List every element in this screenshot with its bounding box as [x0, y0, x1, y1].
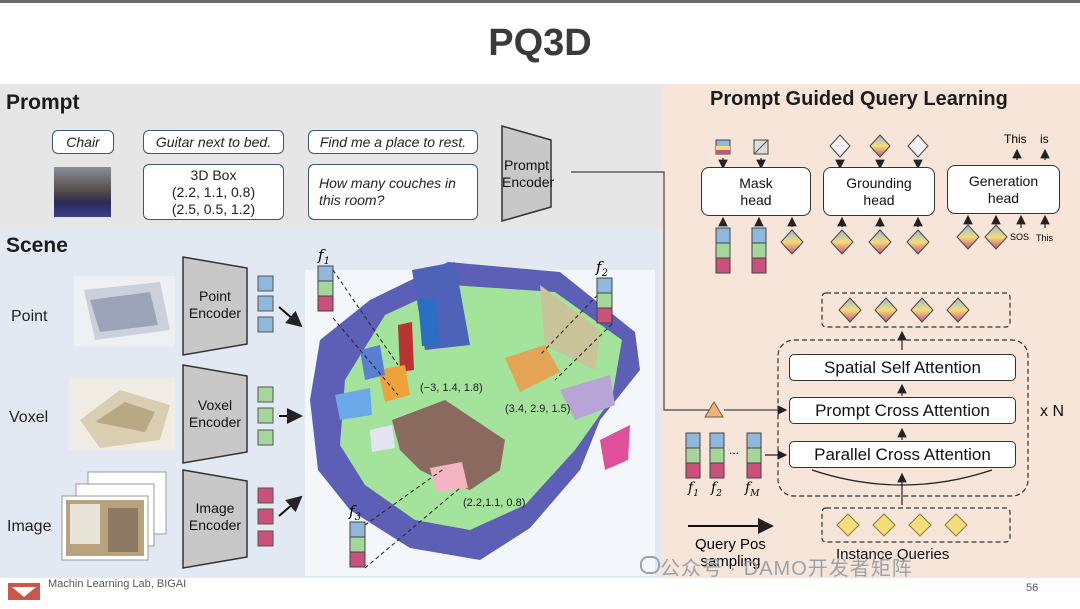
voxel-encoder-line2: Encoder: [188, 414, 242, 430]
grounding-head-line1: Grounding: [846, 174, 912, 191]
top-rule: [0, 0, 1080, 3]
f2-letter: f: [596, 258, 602, 276]
fm-label-f1: f1: [688, 480, 699, 499]
slide-title: PQ3D: [488, 22, 592, 64]
page-number: 56: [1026, 582, 1039, 594]
mask-head-line2: head: [740, 191, 772, 208]
image-encoder-line2: Encoder: [188, 517, 242, 533]
prompt-couches: How many couches in this room?: [308, 164, 478, 220]
query-pos-line2: sampling: [700, 553, 761, 570]
fm-f2-subscript: 2: [716, 488, 722, 499]
fm-dots: ...: [729, 443, 740, 457]
generation-output-2: is: [1040, 132, 1049, 146]
coordinate-1: (−3, 1.4, 1.8): [420, 382, 483, 394]
fm-label-f2: f2: [711, 480, 722, 499]
box-line1: (2.2, 1.1, 0.8): [171, 183, 256, 200]
footer-lab-name: Machin Learning Lab, BIGAI: [48, 578, 187, 590]
chair-photo: [54, 167, 111, 217]
f1-subscript: 1: [323, 256, 330, 267]
query-pos-sampling: Query Pos sampling: [695, 536, 766, 570]
watermark: 公众号 · DAMO开发者矩阵: [660, 558, 913, 580]
point-encoder-line1: Point: [199, 288, 231, 304]
voxel-encoder: Voxel Encoder: [183, 397, 247, 431]
image-label: Image: [7, 518, 52, 535]
feature-f3-label: f3: [349, 502, 361, 523]
query-pos-line1: Query Pos: [695, 536, 766, 553]
query-learning-heading: Prompt Guided Query Learning: [710, 88, 1008, 110]
box-line2: (2.5, 0.5, 1.2): [171, 200, 256, 217]
fm-label-fm: fM: [745, 480, 759, 499]
feature-f2-label: f2: [596, 258, 608, 279]
instance-queries-label: Instance Queries: [836, 546, 950, 563]
point-label: Point: [11, 308, 48, 325]
generation-head-line1: Generation: [968, 172, 1039, 189]
point-encoder-line2: Encoder: [188, 305, 242, 321]
fm-fm-subscript: M: [750, 488, 760, 499]
image-encoder-line1: Image: [195, 500, 235, 516]
f1-letter: f: [318, 246, 324, 264]
prompt-cross-attention: Prompt Cross Attention: [789, 397, 1016, 424]
grounding-head-line2: head: [863, 191, 895, 208]
voxel-encoder-line1: Voxel: [197, 397, 233, 413]
generation-head-line2: head: [987, 189, 1020, 206]
voxel-label: Voxel: [9, 409, 49, 426]
scene-heading: Scene: [6, 234, 68, 257]
grounding-head: Grounding head: [823, 167, 935, 216]
prompt-encoder: Prompt Encoder: [502, 157, 555, 191]
box-title: 3D Box: [190, 166, 237, 183]
mask-head: Mask head: [701, 167, 811, 216]
mask-head-line1: Mask: [739, 174, 773, 191]
prompt-guitar: Guitar next to bed.: [143, 130, 284, 154]
generation-input-this: This: [1036, 233, 1054, 243]
coordinate-3: (2.2,1.1, 0.8): [463, 497, 526, 509]
prompt-heading: Prompt: [6, 91, 80, 114]
spatial-self-attention: Spatial Self Attention: [789, 354, 1016, 381]
prompt-find-rest: Find me a place to rest.: [308, 130, 478, 154]
fm-fm-letter: f: [745, 480, 751, 496]
prompt-3d-box: 3D Box (2.2, 1.1, 0.8) (2.5, 0.5, 1.2): [143, 164, 284, 220]
prompt-chair: Chair: [52, 130, 114, 154]
prompt-encoder-line1: Prompt: [503, 157, 550, 173]
fm-f1-letter: f: [688, 480, 694, 496]
generation-output-1: This: [1004, 132, 1027, 146]
repeat-n-label: x N: [1040, 403, 1064, 420]
feature-f1-label: f1: [318, 246, 330, 267]
wechat-icon: [640, 556, 660, 574]
prompt-encoder-line2: Encoder: [502, 174, 555, 190]
parallel-cross-attention: Parallel Cross Attention: [789, 441, 1016, 468]
fm-f2-letter: f: [711, 480, 717, 496]
generation-input-sos: SOS: [1010, 232, 1030, 242]
point-encoder: Point Encoder: [183, 288, 247, 322]
f3-subscript: 3: [354, 512, 361, 523]
coordinate-2: (3.4, 2.9, 1.5): [505, 403, 571, 415]
generation-head: Generation head: [947, 165, 1060, 214]
image-encoder: Image Encoder: [183, 500, 247, 534]
fm-f1-subscript: 1: [693, 488, 699, 499]
f2-subscript: 2: [601, 268, 608, 279]
f3-letter: f: [349, 502, 355, 520]
